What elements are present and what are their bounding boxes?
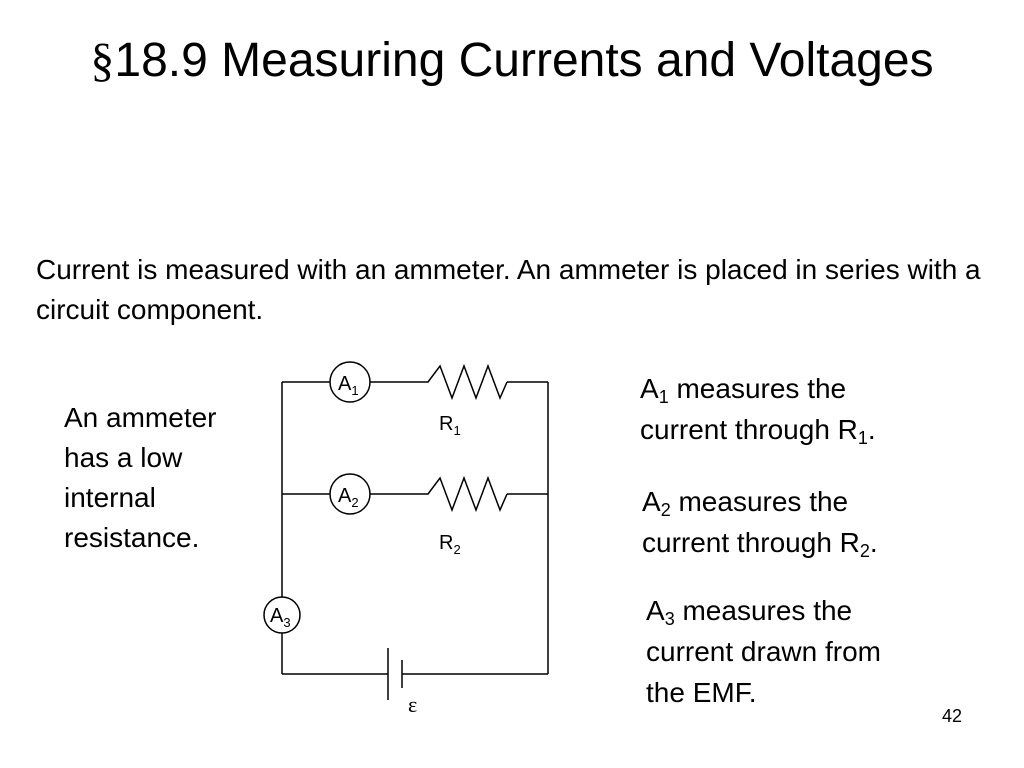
emf-symbol: ε bbox=[408, 692, 417, 717]
note-a1: A1 measures the current through R1. bbox=[640, 368, 876, 450]
resistor-r2-label: R2 bbox=[439, 532, 461, 557]
note-text: A bbox=[640, 373, 659, 404]
note-text: measures the bbox=[668, 373, 847, 404]
note-a2-line2: current through R2. bbox=[642, 522, 878, 563]
note-text: measures the bbox=[670, 486, 849, 517]
note-text: A bbox=[646, 595, 665, 626]
note-line: resistance. bbox=[64, 522, 200, 553]
ammeter-resistance-note: An ammeter has a low internal resistance… bbox=[64, 398, 274, 558]
note-text: current through R bbox=[640, 414, 858, 445]
ammeter-a3-circle bbox=[263, 596, 301, 634]
ammeter-a3-label: A3 bbox=[270, 605, 291, 630]
slide-number: 42 bbox=[941, 706, 962, 726]
section-symbol: § bbox=[90, 34, 115, 87]
ammeter-a2-circle bbox=[329, 473, 371, 515]
note-subscript: 1 bbox=[658, 387, 669, 407]
note-line: An ammeter bbox=[64, 402, 217, 433]
intro-paragraph: Current is measured with an ammeter. An … bbox=[36, 254, 981, 325]
note-text: . bbox=[869, 527, 878, 558]
note-text: . bbox=[867, 414, 876, 445]
note-a3-line1: A3 measures the bbox=[646, 590, 881, 631]
note-a1-line2: current through R1. bbox=[640, 409, 876, 450]
note-a3-line3: the EMF. bbox=[646, 677, 757, 708]
note-text: measures the bbox=[674, 595, 853, 626]
note-a1-line1: A1 measures the bbox=[640, 368, 876, 409]
note-subscript: 1 bbox=[857, 428, 868, 448]
note-line: has a low bbox=[64, 442, 183, 473]
note-a3-line2: current drawn from bbox=[646, 636, 881, 667]
note-a2: A2 measures the current through R2. bbox=[642, 481, 878, 563]
resistor-r2 bbox=[414, 475, 508, 513]
note-line: internal bbox=[64, 482, 156, 513]
note-text: current through R bbox=[642, 527, 860, 558]
note-a3: A3 measures the current drawn from the E… bbox=[646, 590, 881, 713]
resistor-r1 bbox=[414, 363, 508, 401]
note-subscript: 2 bbox=[660, 500, 671, 520]
title-text: 18.9 Measuring Currents and Voltages bbox=[114, 34, 934, 87]
ammeter-a2-label: A2 bbox=[338, 485, 359, 510]
note-subscript: 2 bbox=[859, 541, 870, 561]
note-text: A bbox=[642, 486, 661, 517]
ammeter-a1-circle bbox=[329, 361, 371, 403]
ammeter-a1-label: A1 bbox=[338, 373, 359, 398]
note-a2-line1: A2 measures the bbox=[642, 481, 878, 522]
slide-title: §18.9 Measuring Currents and Voltages bbox=[80, 30, 944, 92]
resistor-r1-label: R1 bbox=[439, 413, 461, 438]
note-subscript: 3 bbox=[664, 609, 675, 629]
